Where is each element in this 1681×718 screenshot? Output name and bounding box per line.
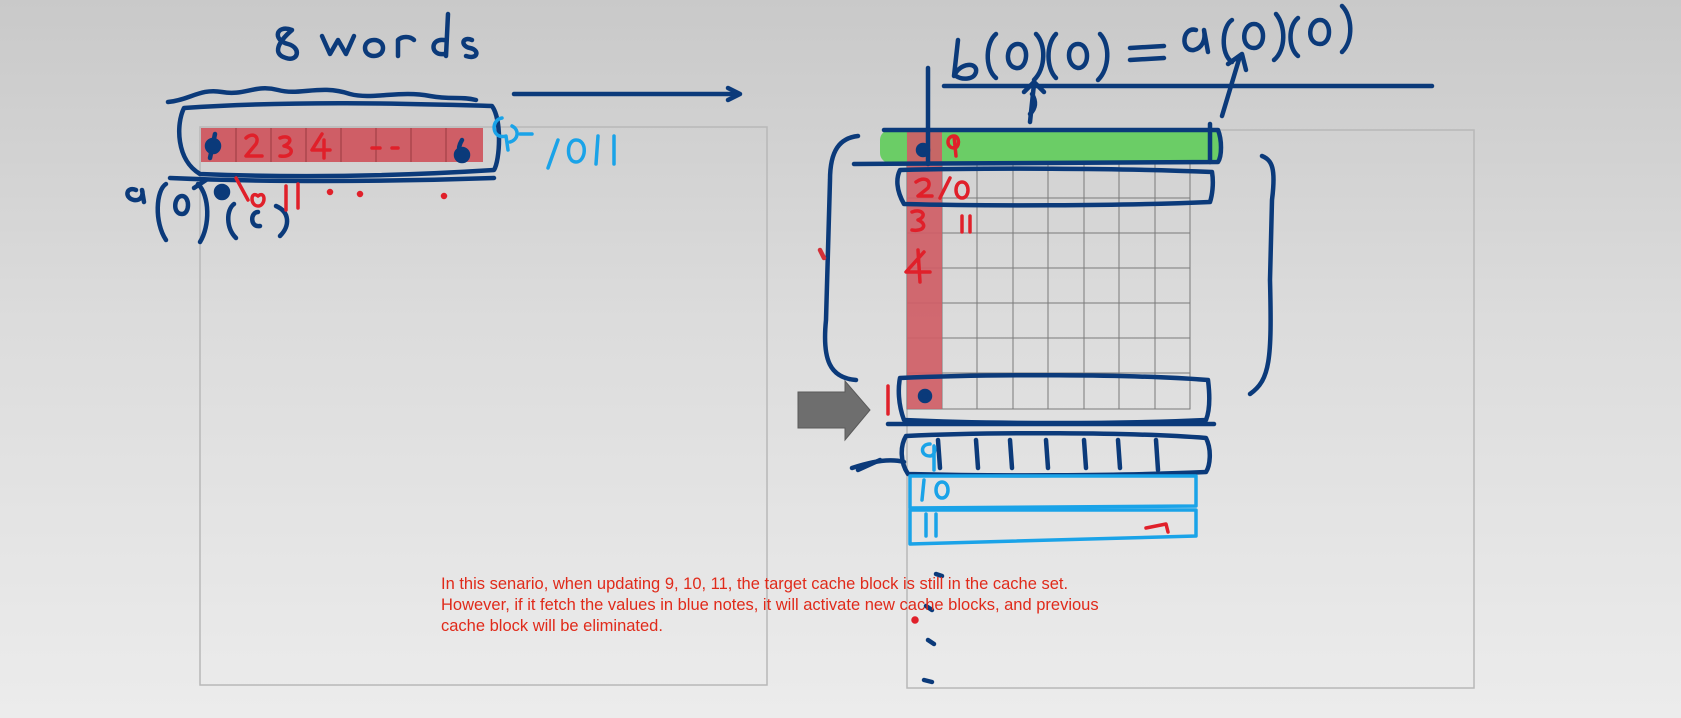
red-column xyxy=(907,130,942,409)
right-arrow-icon xyxy=(797,379,871,442)
caption-line-1: In this senario, when updating 9, 10, 11… xyxy=(441,575,1069,593)
explanation-caption: In this senario, when updating 9, 10, 11… xyxy=(441,574,1181,637)
caption-line-2: However, if it fetch the values in blue … xyxy=(441,596,1099,614)
dark-ink-strokes xyxy=(125,3,1435,685)
cache-grid xyxy=(906,162,1191,410)
left-panel xyxy=(199,126,768,686)
green-row xyxy=(880,130,1220,163)
light-blue-ink xyxy=(492,116,1198,546)
caption-line-3: cache block will be eliminated. xyxy=(441,617,663,635)
left-cache-row xyxy=(201,128,483,162)
red-ink xyxy=(234,132,1170,624)
